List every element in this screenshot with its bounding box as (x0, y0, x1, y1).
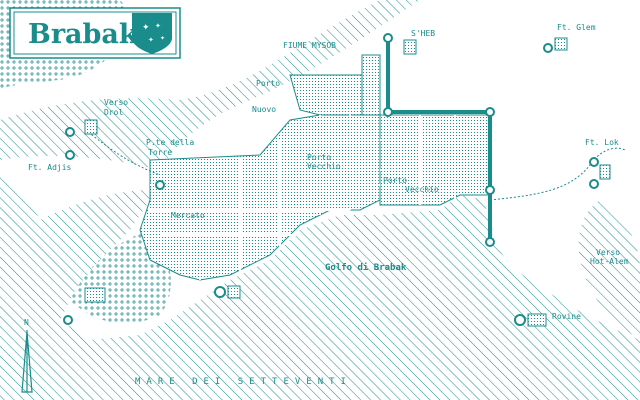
sea-area (0, 175, 640, 400)
label-porto-vecchio-b2: Vecchio (405, 185, 439, 194)
svg-text:✦: ✦ (142, 23, 150, 33)
label-sea: MARE DEI SETTEVENTI (135, 377, 352, 387)
label-porto-nuovo-1: Porto (256, 79, 280, 88)
label-verso-hot-2: Hot-Alem (590, 257, 629, 266)
label-ft-lok: Ft. Lok (585, 138, 619, 147)
label-porto-nuovo-2: Nuovo (252, 105, 276, 114)
label-verso-drol-2: Drol (104, 108, 123, 117)
label-ponte-1: P.te della (146, 138, 194, 147)
label-sheb: S'HEB (411, 29, 435, 38)
label-ft-adjis: Ft. Adjis (28, 163, 72, 172)
svg-text:✦: ✦ (148, 36, 154, 44)
label-fiume-mysob: FIUME MYSOB (283, 41, 336, 50)
label-verso-drol-1: Verso (104, 98, 128, 107)
label-verso-hot-1: Verso (596, 248, 620, 257)
tower-icon (63, 43, 599, 326)
label-porto-vecchio-a1: Porto (307, 153, 331, 162)
label-golfo: Golfo di Brabak (325, 262, 407, 273)
label-ft-glem: Ft. Glem (557, 23, 596, 32)
label-mercato: Mercato (171, 211, 205, 220)
road-east (489, 147, 626, 201)
label-porto-vecchio-b1: Porto (383, 176, 407, 185)
bay-east (578, 200, 640, 340)
river-upper (0, 0, 420, 170)
city-north-strip (361, 54, 381, 116)
north-label: N (24, 318, 29, 327)
svg-text:✦: ✦ (155, 22, 161, 30)
label-ponte-2: Torre (148, 148, 172, 157)
city-wall (386, 40, 492, 240)
label-porto-vecchio-a2: Vecchio (307, 162, 341, 171)
svg-text:✦: ✦ (160, 35, 165, 42)
star-shield-icon (132, 13, 172, 54)
label-rovine: Rovine (552, 312, 581, 321)
compass-north-icon (21, 330, 33, 393)
map-title: Brabak (28, 19, 139, 50)
